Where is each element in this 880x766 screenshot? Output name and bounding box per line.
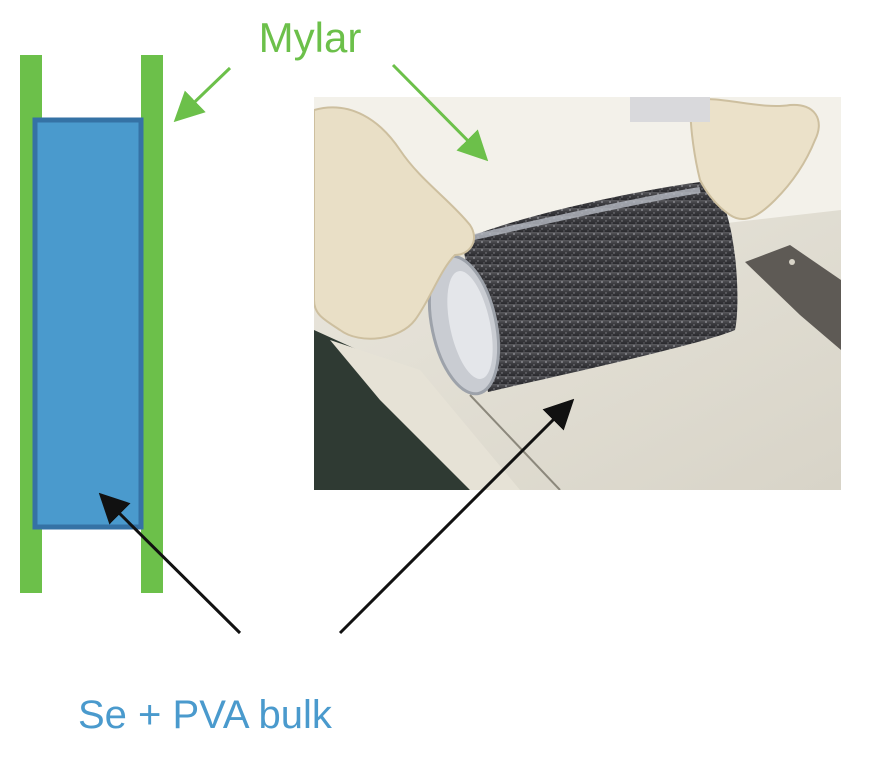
- mylar-label: Mylar: [259, 14, 362, 61]
- bulk-arrow-right: [338, 398, 575, 635]
- mylar-roll-photo: [314, 97, 841, 490]
- bulk-label: Se + PVA bulk: [78, 693, 333, 737]
- mylar-arrow-left: [173, 66, 232, 123]
- roll-body: [462, 181, 738, 392]
- mylar-arrows: [173, 63, 489, 162]
- bulk-block: [32, 117, 144, 530]
- right-hand: [688, 98, 820, 220]
- mylar-wall-right: [141, 55, 163, 593]
- mylar-arrow-right: [391, 63, 489, 162]
- ruler: [745, 245, 841, 350]
- bulk-arrows: [98, 398, 575, 635]
- bulk-arrow-left: [98, 492, 242, 635]
- layer-schematic: [20, 55, 163, 593]
- left-hand: [314, 106, 475, 340]
